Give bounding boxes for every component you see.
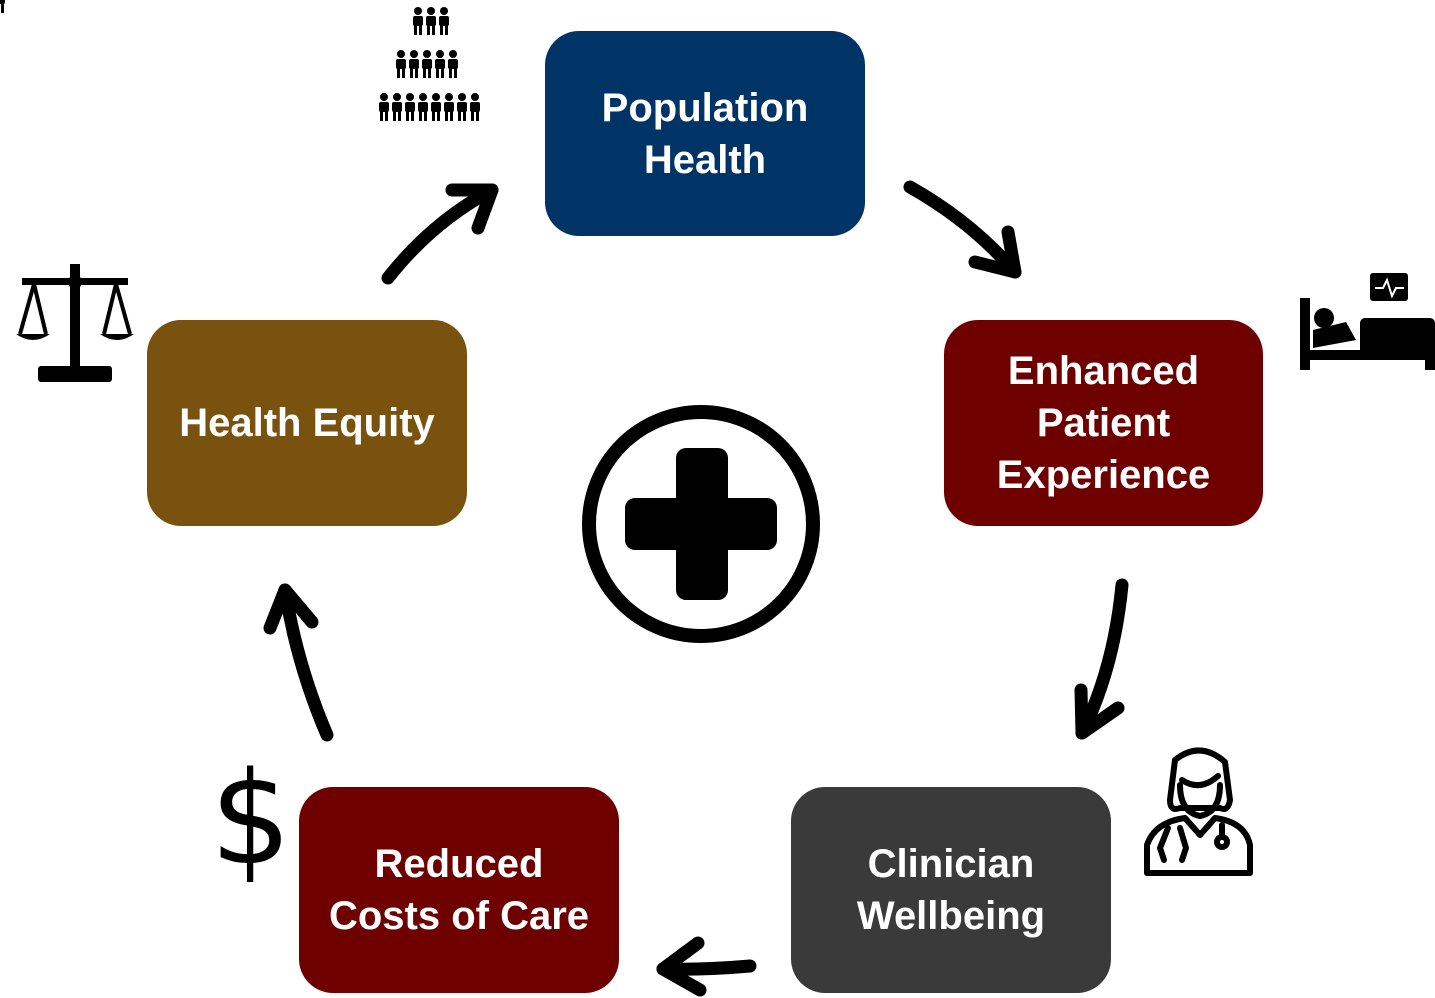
arrow-population-to-patient xyxy=(903,180,1022,279)
node-reduced-costs-of-care: Reduced Costs of Care xyxy=(299,787,619,993)
node-label: Enhanced Patient Experience xyxy=(996,349,1211,497)
node-population-health: Population Health xyxy=(545,31,865,236)
dollar-sign-icon: $ xyxy=(210,745,292,894)
doctor-icon xyxy=(1144,747,1253,876)
node-label: Reduced Costs of Care xyxy=(328,842,590,938)
node-health-equity: Health Equity xyxy=(147,320,467,526)
node-clinician-wellbeing: Clinician Wellbeing xyxy=(791,787,1111,993)
people-pyramid-icon xyxy=(0,0,480,121)
arrow-patient-to-clinician xyxy=(1074,578,1129,740)
medical-cross-icon xyxy=(582,405,820,643)
node-label: Health Equity xyxy=(179,401,435,445)
node-enhanced-patient-experience: Enhanced Patient Experience xyxy=(944,320,1263,526)
hospital-bed-icon xyxy=(1300,273,1435,370)
node-label: Clinician Wellbeing xyxy=(856,842,1046,938)
scales-icon xyxy=(16,264,134,382)
arrow-equity-to-population xyxy=(381,183,499,285)
arrow-cost-to-equity xyxy=(263,583,334,742)
node-label: Population Health xyxy=(601,85,809,182)
arrow-clinician-to-cost xyxy=(656,936,757,997)
